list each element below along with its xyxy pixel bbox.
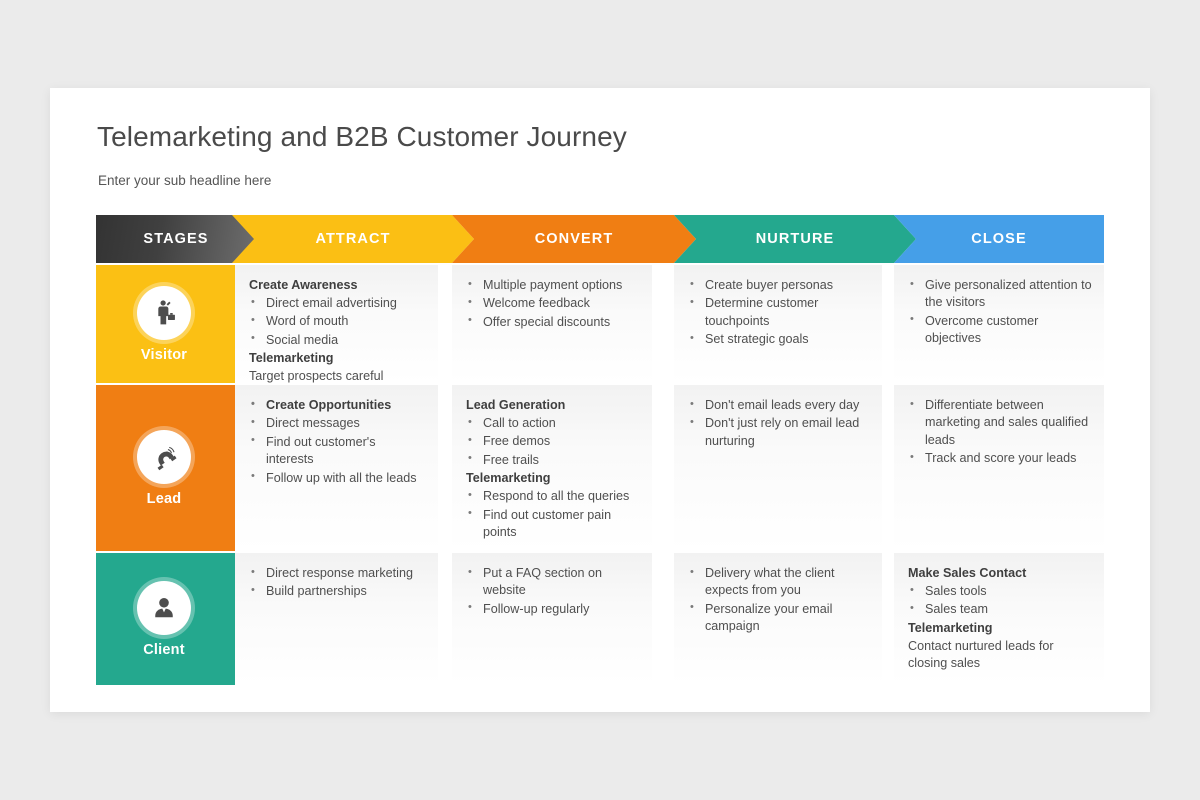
list-item: Direct messages [249,415,426,432]
bullet-list: Call to action Free demos Free trails [466,414,640,469]
list-item: Direct email advertising [249,294,426,312]
list-item: Delivery what the client expects from yo… [688,565,870,600]
list-item: Multiple payment options [466,276,640,294]
bullet-list: Don't email leads every day Don't just r… [688,396,870,450]
cell-subheading: Telemarketing [249,351,334,366]
bullet-list: Put a FAQ section on website Follow-up r… [466,565,640,618]
cell-lead-convert: Lead Generation Call to action Free demo… [452,385,652,551]
cell-note: Target prospects careful [249,369,384,383]
list-item: Free demos [466,433,640,450]
list-item: Don't email leads every day [688,396,870,414]
bullet-list: Create buyer personas Determine customer… [688,276,870,349]
cell-visitor-attract: Create Awareness Direct email advertisin… [232,265,438,383]
bullet-list: Delivery what the client expects from yo… [688,565,870,636]
list-item: Social media [249,331,426,349]
header-close[interactable]: CLOSE [894,215,1104,263]
customer-journey-matrix: STAGES ATTRACT CONVERT NURTURE CLOSE [96,215,1104,685]
list-item: Personalize your email campaign [688,600,870,636]
header-attract-label: ATTRACT [315,231,391,247]
list-item: Track and score your leads [908,450,1092,467]
list-item: Put a FAQ section on website [466,565,640,600]
cell-client-close: Make Sales Contact Sales tools Sales tea… [894,553,1104,685]
header-nurture-label: NURTURE [755,231,835,247]
bullet-list: Multiple payment options Welcome feedbac… [466,276,640,331]
list-item: Direct response marketing [249,564,426,582]
header-convert-label: CONVERT [534,231,614,247]
list-item: Follow up with all the leads [249,469,426,487]
list-item: Sales team [908,601,1092,618]
cell-subheading: Telemarketing [466,471,551,486]
list-item: Build partnerships [249,583,426,600]
stage-label-lead: Lead [146,490,182,507]
page-title: Telemarketing and B2B Customer Journey [97,121,627,152]
list-item: Create Opportunities [249,396,426,414]
list-item: Free trails [466,451,640,469]
list-item: Give personalized attention to the visit… [908,277,1092,312]
cell-visitor-close: Give personalized attention to the visit… [894,265,1104,383]
header-nurture[interactable]: NURTURE [674,215,916,263]
list-item: Determine customer touchpoints [688,295,870,330]
cell-visitor-nurture: Create buyer personas Determine customer… [674,265,882,383]
cell-subheading: Telemarketing [908,620,993,635]
cell-heading: Create Awareness [249,278,358,292]
page-subtitle: Enter your sub headline here [98,173,272,188]
stage-header-row: STAGES ATTRACT CONVERT NURTURE CLOSE [96,215,1104,263]
list-item: Welcome feedback [466,295,640,312]
list-item: Create buyer personas [688,276,870,294]
businessman-icon [137,285,191,340]
list-item: Don't just rely on email lead nurturing [688,415,870,450]
cell-heading: Make Sales Contact [908,566,1027,580]
bullet-list: Direct response marketing Build partners… [249,564,426,601]
list-item: Offer special discounts [466,313,640,331]
header-convert[interactable]: CONVERT [452,215,696,263]
cell-lead-attract: Create Opportunities Direct messages Fin… [232,385,438,551]
matrix-row-lead: Lead Create Opportunities Direct message… [96,385,1104,551]
list-item: Overcome customer objectives [908,312,1092,348]
matrix-row-visitor: Visitor Create Awareness Direct email ad… [96,265,1104,383]
header-stages[interactable]: STAGES [96,215,256,263]
bullet-list: Direct email advertising Word of mouth S… [249,294,426,349]
list-item: Sales tools [908,582,1092,600]
cell-lead-nurture: Don't email leads every day Don't just r… [674,385,882,551]
magnet-icon [137,429,191,484]
cell-client-attract: Direct response marketing Build partners… [232,553,438,685]
slide-canvas: Telemarketing and B2B Customer Journey E… [50,88,1150,712]
list-item: Word of mouth [249,313,426,330]
cell-heading: Lead Generation [466,398,566,412]
list-item: Differentiate between marketing and sale… [908,396,1092,449]
person-avatar-icon [137,580,191,635]
cell-client-nurture: Delivery what the client expects from yo… [674,553,882,685]
list-item: Set strategic goals [688,331,870,348]
bullet-list: Differentiate between marketing and sale… [908,396,1092,468]
cell-client-convert: Put a FAQ section on website Follow-up r… [452,553,652,685]
stage-label-client: Client [143,641,185,658]
list-item: Call to action [466,414,640,432]
list-item: Follow-up regularly [466,600,640,618]
cell-note: Contact nurtured leads for closing sales [908,638,1054,670]
header-attract[interactable]: ATTRACT [232,215,474,263]
cell-lead-close: Differentiate between marketing and sale… [894,385,1104,551]
list-item: Respond to all the queries [466,488,640,505]
stage-label-visitor: Visitor [140,346,188,363]
stage-cell-lead[interactable]: Lead [96,385,232,551]
cell-visitor-convert: Multiple payment options Welcome feedbac… [452,265,652,383]
bullet-list: Create Opportunities Direct messages Fin… [249,396,426,487]
bullet-list: Give personalized attention to the visit… [908,277,1092,348]
list-item: Find out customer pain points [466,506,640,542]
bullet-list-secondary: Respond to all the queries Find out cust… [466,488,640,541]
header-stages-label: STAGES [143,231,209,247]
list-item: Find out customer's interests [249,433,426,469]
bullet-list: Sales tools Sales team [908,582,1092,619]
header-close-label: CLOSE [971,231,1027,247]
matrix-row-client: Client Direct response marketing Build p… [96,553,1104,685]
stage-cell-client[interactable]: Client [96,553,232,685]
stage-cell-visitor[interactable]: Visitor [96,265,232,383]
